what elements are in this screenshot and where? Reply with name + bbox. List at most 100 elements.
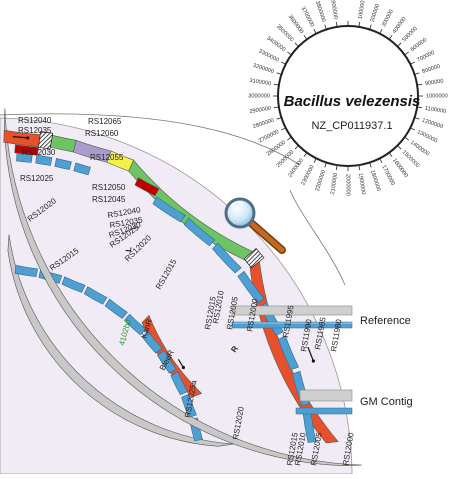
circle-tick xyxy=(276,72,282,75)
circle-tick-label: 1900000 xyxy=(357,173,366,195)
inner-gene-label: RS12050 xyxy=(92,183,126,192)
circle-tick-label: 3500000 xyxy=(275,24,295,44)
gm-arrow-tip xyxy=(311,359,315,363)
circle-tick xyxy=(358,21,361,27)
lox-site-l xyxy=(38,131,54,150)
reference-arrow-tip xyxy=(181,365,185,370)
reference-track: Reference xyxy=(231,305,411,329)
circle-tick-label: 1300000 xyxy=(416,129,438,144)
circle-tick xyxy=(313,28,317,34)
circle-tick-label: 3900000 xyxy=(329,0,338,20)
circle-tick-label: 3600000 xyxy=(287,14,305,35)
inner-gene-label: RS12045 xyxy=(92,195,126,204)
circle-tick xyxy=(410,127,416,131)
circle-tick xyxy=(414,72,420,75)
circle-tick-label: 2800000 xyxy=(252,118,275,130)
circle-tick xyxy=(410,61,416,65)
circle-tick-label: 2700000 xyxy=(258,129,280,144)
circle-tick xyxy=(303,35,308,40)
circle-tick-label: 1600000 xyxy=(391,158,409,179)
circle-tick xyxy=(294,145,299,150)
circle-tick xyxy=(369,162,372,168)
circle-tick-label: 700000 xyxy=(416,50,435,64)
magnifier-icon xyxy=(224,197,286,254)
gm-arrow xyxy=(307,346,314,362)
circle-tick xyxy=(273,83,279,86)
circle-tick-label: 1700000 xyxy=(380,164,395,186)
circle-tick-label: 1400000 xyxy=(409,140,430,158)
circle-tick-label: 400000 xyxy=(392,16,408,35)
circle-tick xyxy=(414,117,420,120)
circle-tick-label: 2100000 xyxy=(330,173,339,195)
sector-panel xyxy=(0,117,353,475)
reference-gene-block xyxy=(157,350,177,374)
circle-tick xyxy=(388,152,393,157)
lox-right-label: R xyxy=(229,344,240,354)
circle-tick xyxy=(303,152,308,157)
outer-gene-label: RS12040 xyxy=(18,116,52,125)
circle-tick-label: 300000 xyxy=(381,9,395,28)
gm-gene-block xyxy=(212,242,242,274)
rs12025a-block xyxy=(134,177,160,197)
circle-tick xyxy=(358,165,361,171)
lox-site-r xyxy=(243,247,265,269)
circle-tick xyxy=(369,24,372,30)
circle-tick-label: 800000 xyxy=(421,64,441,75)
circle-tick xyxy=(287,136,292,141)
gm-gray-arc xyxy=(3,108,362,467)
circle-tick-label: 3000000 xyxy=(248,93,270,99)
circle-tick-label: 2300000 xyxy=(300,164,315,186)
gm-contig-label: GM Contig xyxy=(360,396,413,408)
circle-tick xyxy=(273,106,279,109)
circle-tick-label: 500000 xyxy=(401,26,418,43)
circle-tick-label: 1100000 xyxy=(424,106,446,115)
gm-arrow-top xyxy=(12,136,28,139)
circle-tick-label: 1200000 xyxy=(421,118,444,130)
circle-tick xyxy=(397,42,402,47)
organism-name: Bacillus velezensis xyxy=(284,93,421,110)
outer-gene-label: RS12025 xyxy=(20,174,54,183)
circle-tick xyxy=(388,35,393,40)
zoom-lines xyxy=(0,113,346,286)
gm-gene-block xyxy=(183,217,216,247)
circle-tick-label: 3800000 xyxy=(314,0,326,23)
reference-label: Reference xyxy=(360,315,411,327)
circle-tick xyxy=(324,162,327,168)
circle-tick xyxy=(417,83,423,86)
circle-tick xyxy=(335,21,338,27)
inner-gene-label: RS12055 xyxy=(90,153,124,162)
circle-tick-label: 2400000 xyxy=(287,158,305,179)
reference-gene-block xyxy=(170,371,189,396)
circle-tick xyxy=(404,51,409,56)
circle-tick-label: 3100000 xyxy=(249,78,271,87)
circle-tick-label: 3700000 xyxy=(300,6,315,28)
reference-arrow xyxy=(177,358,184,368)
reference-gene-block xyxy=(104,298,128,319)
inner-gene-label: RS12065 xyxy=(88,117,122,126)
gm-gene-block-top xyxy=(35,154,53,166)
circle-tick-label: 1800000 xyxy=(369,169,381,192)
circle-tick xyxy=(324,24,327,30)
gm-arrow-top-tip xyxy=(26,136,30,140)
circle-tick-label: 2200000 xyxy=(315,169,327,192)
reference-gray-arc xyxy=(7,234,234,447)
circle-tick xyxy=(280,127,286,131)
gm-gene-block xyxy=(237,270,265,304)
outer-gene-label: RS12030 xyxy=(22,148,56,157)
circle-tick-label: 3400000 xyxy=(265,35,286,53)
circle-tick xyxy=(379,158,383,164)
outer-gene-label: RS12035 xyxy=(18,126,52,135)
circle-tick-label: 3200000 xyxy=(252,63,275,75)
circle-tick-label: 900000 xyxy=(425,78,444,87)
circle-tick xyxy=(404,136,409,141)
circle-tick-label: 2900000 xyxy=(249,106,271,115)
circle-tick-label: 2000000 xyxy=(345,174,351,196)
sector-tracks xyxy=(3,108,362,467)
circle-tick-label: 2500000 xyxy=(276,149,296,169)
reference-gene-block xyxy=(124,313,147,336)
gm-gene-block-top xyxy=(73,162,91,176)
circle-tick-label: 3300000 xyxy=(258,48,280,63)
reference-gene-block xyxy=(141,330,163,354)
